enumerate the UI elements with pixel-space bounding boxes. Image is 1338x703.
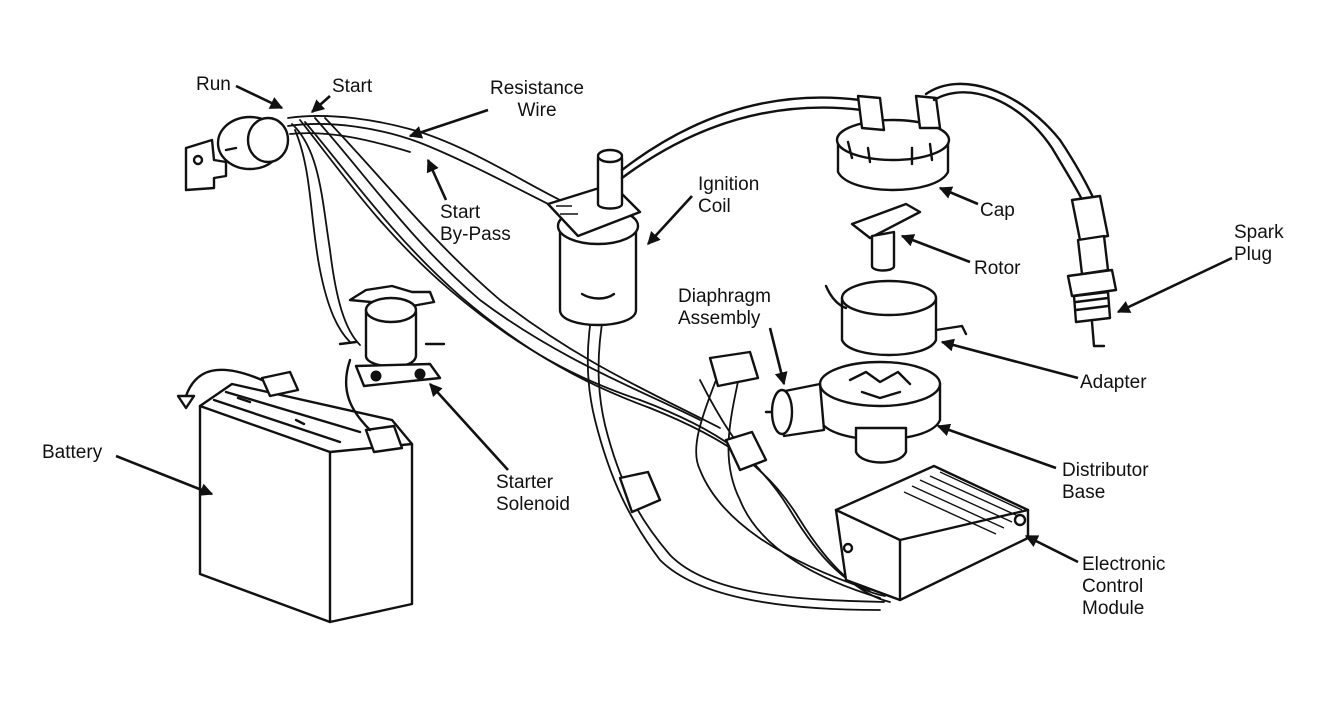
arrow-rotor [900, 234, 971, 264]
distributor-base [818, 360, 942, 464]
arrow-battery [115, 454, 214, 496]
arrow-distributor-base [936, 423, 1057, 470]
label-run: Run [196, 74, 231, 95]
arrow-start-bypass [426, 158, 448, 201]
arrow-diaphragm [768, 327, 788, 386]
arrow-ecm [1024, 534, 1079, 564]
arrow-run [235, 84, 284, 110]
arrow-spark-plug [1116, 256, 1233, 314]
ignition-coil [546, 96, 864, 327]
arrow-ignition-coil [647, 195, 693, 245]
starter-solenoid [338, 284, 446, 388]
arrow-starter-solenoid [429, 383, 509, 471]
label-rotor: Rotor [974, 258, 1021, 279]
distributor-cap [835, 82, 1100, 214]
arrow-start [311, 95, 331, 113]
spark-plug [1066, 194, 1118, 348]
label-start: Start [332, 76, 373, 97]
arrow-resistance-wire [408, 108, 489, 139]
rotor [850, 202, 922, 272]
arrow-adapter [940, 338, 1079, 380]
adapter [824, 279, 968, 357]
electronic-control-module [834, 464, 1030, 602]
leader-arrows [115, 84, 1233, 564]
arrow-cap [938, 186, 979, 206]
label-battery: Battery [42, 442, 103, 463]
ignition-switch [184, 115, 290, 192]
harness-connector [618, 350, 768, 514]
label-cap: Cap [980, 200, 1015, 221]
battery [176, 358, 414, 624]
diaphragm-assembly [764, 382, 826, 438]
label-adapter: Adapter [1080, 372, 1147, 393]
